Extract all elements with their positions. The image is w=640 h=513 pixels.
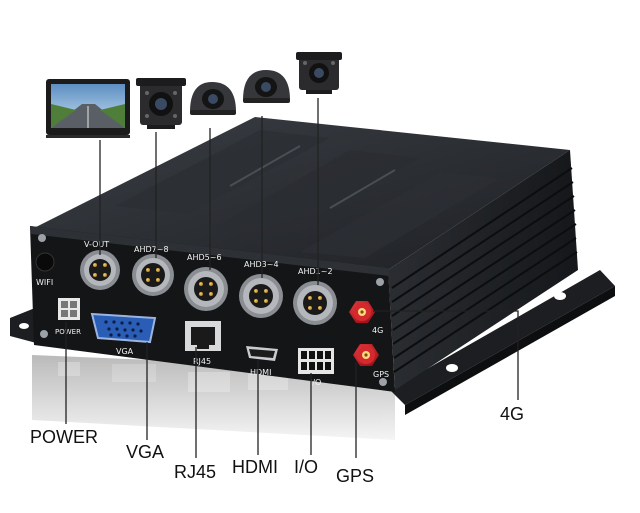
ahd5-6-connector — [184, 267, 228, 311]
vga-port — [90, 312, 157, 344]
ahd3-4-connector — [239, 274, 283, 318]
ahd7-8-label: AHD7~8 — [134, 245, 169, 254]
gps-port-label: GPS — [373, 370, 389, 379]
power-port — [58, 298, 80, 320]
camera-icon — [296, 52, 342, 94]
vga-callout: VGA — [126, 442, 165, 462]
ahd1-2-connector — [293, 281, 337, 325]
camera-icon — [136, 78, 186, 129]
4g-callout: 4G — [500, 404, 525, 424]
rj45-port — [185, 321, 221, 351]
power-callout: POWER — [30, 427, 99, 447]
io-port-label: I/O — [310, 378, 321, 387]
hdmi-callout: HDMI — [232, 457, 278, 477]
ahd1-2-label: AHD1~2 — [298, 267, 333, 276]
dome-camera-icon — [190, 82, 236, 115]
rj45-port-label: RJ45 — [193, 357, 211, 366]
mounting-bracket — [10, 270, 615, 415]
ahd5-6-label: AHD5~6 — [187, 253, 222, 262]
hdmi-port-label: HDMI — [250, 368, 271, 377]
ahd3-4-label: AHD3~4 — [244, 260, 279, 269]
wifi-antenna-port — [35, 252, 55, 272]
rj45-callout: RJ45 — [174, 462, 217, 482]
ahd7-8-connector — [132, 254, 174, 296]
io-callout: I/O — [294, 457, 319, 477]
hdmi-port — [246, 346, 278, 361]
dome-camera-icon — [243, 70, 290, 103]
gps-callout: GPS — [336, 466, 375, 486]
callout-lines — [65, 98, 519, 458]
monitor-icon — [46, 79, 130, 138]
io-port — [298, 348, 334, 374]
v-out-connector — [80, 250, 120, 290]
gps-antenna-connector — [353, 344, 379, 366]
4g-antenna-connector — [349, 301, 375, 323]
4g-port-label: 4G — [372, 326, 383, 335]
power-port-label: POWER — [55, 328, 81, 336]
v-out-label: V-OUT — [84, 240, 109, 249]
vga-port-label: VGA — [116, 347, 134, 356]
wifi-label: WIFI — [36, 278, 53, 287]
